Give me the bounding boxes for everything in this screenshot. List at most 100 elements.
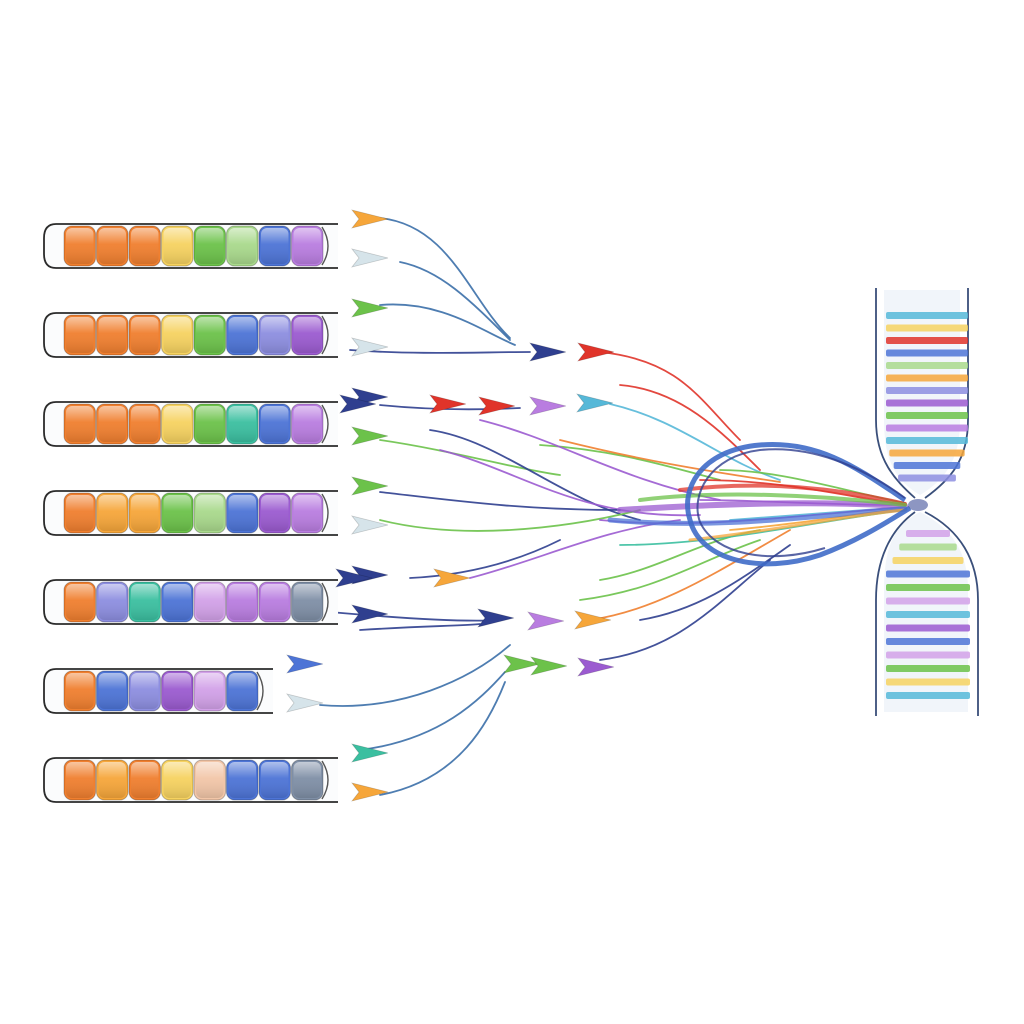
dna-pinch: [908, 499, 928, 511]
dna-band: [886, 387, 968, 394]
dna-band: [893, 462, 961, 469]
output-arrow-icon: [350, 743, 389, 763]
flow-arrow-icon: [528, 342, 567, 362]
flow-arrow-icon: [476, 608, 515, 628]
connector-ribbon: [678, 483, 907, 506]
output-arrow-icon: [350, 209, 389, 229]
tube-segment: [63, 314, 96, 356]
tube-segment: [128, 225, 161, 267]
connector-line: [399, 261, 511, 341]
dna-band: [892, 557, 964, 564]
connector-line: [559, 439, 781, 483]
tube-segment: [226, 225, 259, 267]
tube-segment: [96, 581, 129, 623]
tube-segment: [258, 314, 291, 356]
tube-segment: [258, 581, 291, 623]
connector-line: [619, 384, 761, 471]
tube-segment: [226, 314, 259, 356]
output-arrow-icon: [350, 782, 389, 802]
tube-rim: [321, 226, 329, 266]
tube-segment: [161, 581, 194, 623]
tube-segment: [291, 225, 324, 267]
connector-line: [409, 539, 561, 579]
tube-7: [43, 743, 389, 803]
tube-segment: [258, 225, 291, 267]
connector-line: [379, 303, 516, 346]
dna-band: [886, 651, 970, 659]
tube-segment: [161, 403, 194, 445]
tube-rim: [256, 671, 264, 711]
tube-segment: [63, 225, 96, 267]
tube-segment: [96, 403, 129, 445]
dna-band: [886, 349, 968, 357]
tube-segment: [193, 670, 226, 712]
connector-line: [429, 429, 641, 521]
tube-segment: [161, 314, 194, 356]
tube-segment: [128, 581, 161, 623]
tube-segment: [291, 314, 324, 356]
tube-6: [43, 654, 324, 714]
tube-segment: [96, 314, 129, 356]
tube-segment: [193, 314, 226, 356]
dna-band: [886, 424, 968, 432]
connector-line: [379, 217, 511, 339]
connector-line: [469, 519, 681, 579]
tube-segment: [161, 225, 194, 267]
flow-arrow-icon: [528, 396, 567, 416]
tube-segment: [128, 492, 161, 534]
tube-segment: [63, 581, 96, 623]
tube-segment: [63, 670, 96, 712]
dna-band: [898, 474, 956, 482]
dna-band: [886, 638, 970, 645]
tube-rim: [321, 493, 329, 533]
flow-arrow-icon: [477, 396, 516, 416]
connector-line: [439, 449, 701, 517]
tube-4: [43, 476, 389, 536]
connector-line: [379, 509, 641, 532]
dna-band: [886, 437, 968, 444]
tube-segment: [291, 492, 324, 534]
dna-band: [886, 337, 968, 344]
dna-band: [886, 399, 968, 407]
tube-segment: [258, 403, 291, 445]
output-arrow-icon: [350, 298, 389, 318]
dna-band: [886, 665, 970, 672]
connector-line: [379, 439, 561, 476]
tube-segment: [128, 759, 161, 801]
output-arrow-icon: [350, 337, 389, 357]
tube-segment: [128, 314, 161, 356]
flow-arrow-icon: [576, 342, 615, 362]
tube-segment: [96, 225, 129, 267]
tube-segment: [161, 670, 194, 712]
flow-arrow-icon: [526, 611, 565, 631]
dna-band: [886, 412, 968, 419]
connector-line: [539, 444, 721, 481]
dna-column: [875, 288, 979, 716]
connector-layer: [319, 217, 912, 796]
tube-segment: [291, 403, 324, 445]
tube-segment: [161, 492, 194, 534]
tube-segment: [291, 581, 324, 623]
tube-segment: [226, 492, 259, 534]
tube-segment: [128, 403, 161, 445]
tube-segment: [63, 403, 96, 445]
tube-segment: [226, 759, 259, 801]
dna-band: [886, 692, 970, 699]
flow-arrow-icon: [338, 394, 377, 414]
tube-segment: [193, 225, 226, 267]
connector-line: [599, 351, 741, 441]
tube-rim: [321, 404, 329, 444]
flow-arrow-icon: [573, 610, 612, 630]
dna-column-bottom-outline: [875, 511, 979, 716]
dna-band: [886, 362, 968, 369]
connector-line: [589, 529, 791, 621]
dna-band: [886, 624, 970, 632]
dna-band: [886, 678, 970, 686]
tube-segment: [193, 492, 226, 534]
tube-segment: [161, 759, 194, 801]
tube-2: [43, 298, 389, 358]
tube-5: [43, 565, 389, 625]
dna-band: [886, 584, 970, 591]
dna-band: [886, 570, 970, 578]
